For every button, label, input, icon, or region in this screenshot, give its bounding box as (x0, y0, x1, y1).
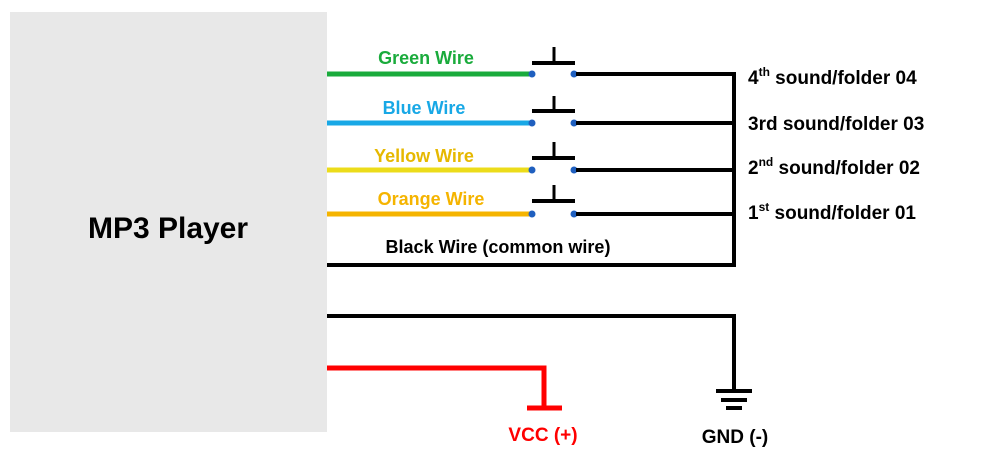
mp3-player-box (10, 12, 327, 432)
gnd-label: GND (-) (702, 427, 768, 448)
contact-dot (528, 166, 536, 174)
sound-label-2: 2nd sound/folder 02 (748, 155, 920, 179)
contact-dot (570, 210, 578, 218)
switch-orange (528, 185, 578, 218)
switch-blue (528, 96, 578, 127)
sound-label-3: 3rd sound/folder 03 (748, 114, 924, 135)
mp3-player-label: MP3 Player (88, 212, 248, 245)
vcc-wire (327, 365, 547, 408)
ground-wire (327, 314, 736, 390)
sound-label-1: 1st sound/folder 01 (748, 200, 916, 224)
push-button-switch-icon (528, 96, 578, 127)
ground-symbol-icon (716, 389, 752, 410)
switch-yellow (528, 142, 578, 174)
green-wire-label: Green Wire (378, 48, 474, 68)
yellow-wire-label: Yellow Wire (374, 146, 474, 166)
switch-green (528, 47, 578, 78)
contact-dot (528, 119, 536, 127)
push-button-switch-icon (528, 142, 578, 174)
push-button-switch-icon (528, 185, 578, 218)
contact-dot (528, 70, 536, 78)
blue-wire-label: Blue Wire (383, 98, 466, 118)
orange-wire-label: Orange Wire (378, 189, 485, 209)
vcc-label: VCC (+) (508, 425, 577, 446)
contact-dot (528, 210, 536, 218)
contact-dot (570, 166, 578, 174)
push-button-switch-icon (528, 47, 578, 78)
sound-label-4: 4th sound/folder 04 (748, 65, 917, 89)
contact-dot (570, 119, 578, 127)
black-wire-label: Black Wire (common wire) (386, 237, 611, 257)
contact-dot (570, 70, 578, 78)
